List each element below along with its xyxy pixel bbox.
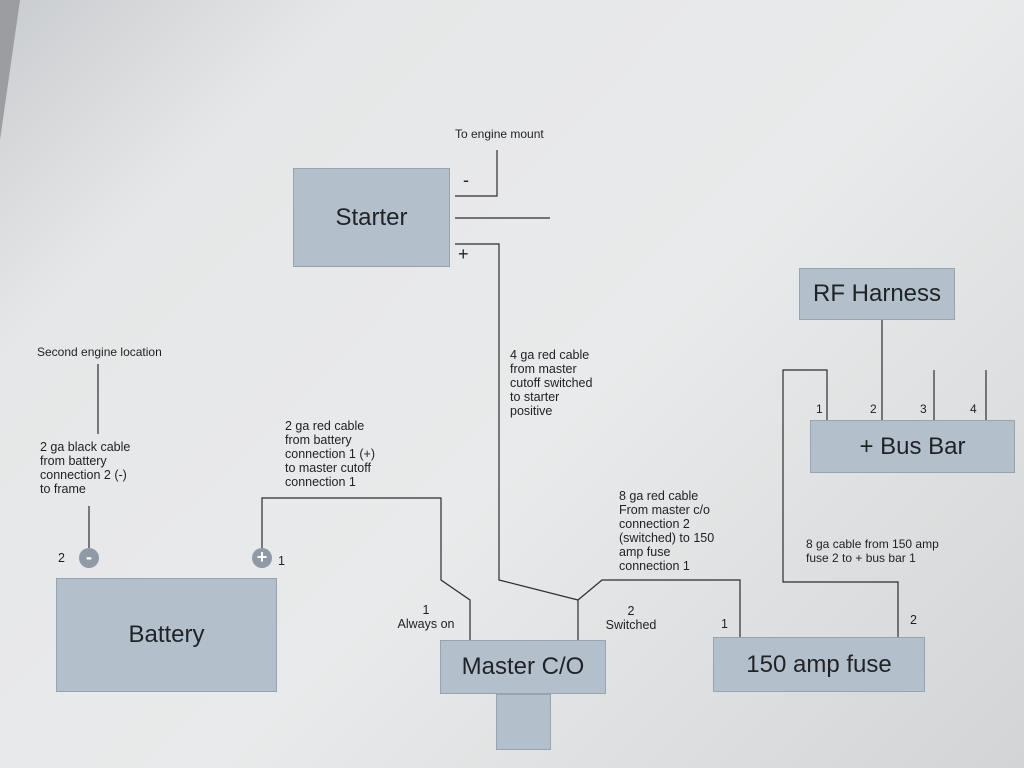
battery-pos-number: 1 — [278, 554, 285, 568]
rf-harness-box: RF Harness — [799, 268, 955, 320]
wire-engine-mount — [455, 150, 498, 197]
master-co-box: Master C/O — [440, 640, 606, 694]
master-co-label: Master C/O — [461, 653, 585, 680]
red-cable-2ga-label: 2 ga red cable from battery connection 1… — [285, 419, 375, 489]
master-co-knob — [496, 694, 551, 750]
battery-positive-terminal-icon: + — [252, 548, 272, 568]
black-cable-label: 2 ga black cable from battery connection… — [40, 440, 131, 496]
wire-8ga-master-to-fuse — [577, 579, 741, 638]
red-cable-4ga-label: 4 ga red cable from master cutoff switch… — [510, 348, 593, 418]
rf-harness-label: RF Harness — [812, 280, 942, 307]
master-terminal-2: 2 Switched — [605, 604, 657, 632]
bus-bar-label: + Bus Bar — [859, 432, 966, 460]
starter-positive-sign: + — [458, 244, 469, 264]
bus-terminal-2: 2 — [870, 402, 877, 416]
second-engine-label: Second engine location — [37, 345, 162, 359]
engine-mount-label: To engine mount — [455, 127, 544, 141]
fuse-terminal-2: 2 — [910, 613, 917, 627]
bus-bar-box: + Bus Bar — [810, 420, 1015, 473]
fuse-label: 150 amp fuse — [746, 650, 892, 678]
master-terminal-1: 1 Always on — [397, 603, 455, 631]
bus-terminal-4: 4 — [970, 402, 977, 416]
fuse-terminal-1: 1 — [721, 617, 728, 631]
battery-label: Battery — [128, 621, 205, 648]
bus-terminal-3: 3 — [920, 402, 927, 416]
starter-label: Starter — [335, 203, 408, 231]
wire-4ga-starter-positive — [455, 243, 579, 601]
fuse-box: 150 amp fuse — [713, 637, 925, 692]
battery-neg-number: 2 — [58, 551, 65, 565]
starter-negative-sign: - — [463, 170, 469, 190]
starter-box: Starter — [293, 168, 450, 267]
wire-2ga-red — [261, 497, 471, 642]
bus-terminal-1: 1 — [816, 402, 823, 416]
battery-box: Battery — [56, 578, 277, 692]
battery-negative-terminal-icon: - — [79, 548, 99, 568]
cable-8ga-bus-label: 8 ga cable from 150 amp fuse 2 to + bus … — [806, 537, 939, 565]
wire-8ga-fuse-to-bus — [782, 369, 899, 638]
red-cable-8ga-label: 8 ga red cable From master c/o connectio… — [619, 489, 715, 573]
